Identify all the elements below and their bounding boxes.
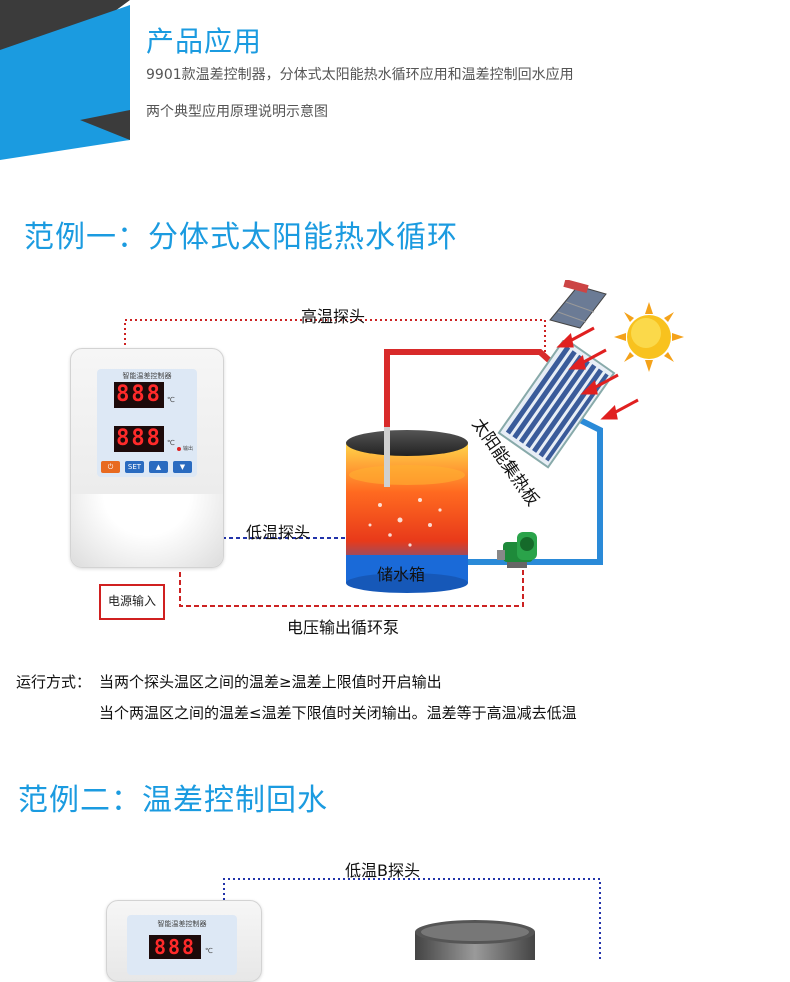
intro-line-1: 9901款温差控制器，分体式太阳能热水循环应用和温差控制回水应用: [146, 67, 574, 83]
controller-2-label: 智能温差控制器: [157, 920, 207, 928]
example2-title: 范例二：温差控制回水: [18, 783, 328, 818]
up-button[interactable]: ▲: [149, 461, 168, 473]
display-high: 888: [114, 382, 164, 408]
operation-line-1: 当两个探头温区之间的温差≥温差上限值时开启输出: [99, 673, 442, 691]
unit-low: ℃: [167, 439, 175, 447]
operation-line-2: 当个两温区之间的温差≤温差下限值时关闭输出。温差等于高温减去低温: [99, 704, 577, 722]
solar-heater-thumbnail: [549, 280, 607, 329]
unit-high: ℃: [167, 396, 175, 404]
power-button[interactable]: ⏻: [101, 461, 120, 473]
temperature-controller: 智能温差控制器 888 ℃ 888 ℃ 输出 ⏻ SET ▲ ▼: [70, 348, 224, 568]
temperature-controller-2: 智能温差控制器 888 ℃: [106, 900, 262, 982]
header-decoration: [0, 0, 130, 160]
sunlight-arrows: [556, 326, 639, 420]
low-probe-b-label: 低温B探头: [345, 861, 420, 880]
output-led: [177, 447, 181, 451]
low-probe-label: 低温探头: [246, 523, 311, 542]
output-indicator-label: 输出: [183, 446, 194, 452]
control-panel: 智能温差控制器 888 ℃ 888 ℃ 输出 ⏻ SET ▲ ▼: [97, 369, 197, 477]
set-button[interactable]: SET: [125, 461, 144, 473]
intro-line-2: 两个典型应用原理说明示意图: [146, 104, 328, 120]
operation-label: 运行方式：: [16, 673, 92, 691]
tank-label: 储水箱: [377, 565, 426, 584]
display-low: 888: [114, 426, 164, 452]
pump-output-label: 电压输出循环泵: [287, 618, 400, 637]
water-tank-2: [415, 920, 535, 960]
controller-label: 智能温差控制器: [122, 372, 172, 380]
example1-title: 范例一：分体式太阳能热水循环: [24, 220, 458, 255]
display-high-2: 888: [149, 935, 201, 959]
circulation-pump-image: [497, 532, 537, 568]
sun-icon: [614, 302, 684, 372]
high-probe-label: 高温探头: [301, 307, 366, 326]
page-title: 产品应用: [146, 25, 263, 58]
example2-diagram: [223, 878, 601, 960]
control-panel-2: 智能温差控制器 888 ℃: [127, 915, 237, 975]
down-button[interactable]: ▼: [173, 461, 192, 473]
power-input-box: 电源输入: [99, 584, 165, 620]
water-tank: [346, 427, 468, 593]
unit-high-2: ℃: [205, 947, 213, 955]
solar-collector-image: [497, 340, 616, 469]
